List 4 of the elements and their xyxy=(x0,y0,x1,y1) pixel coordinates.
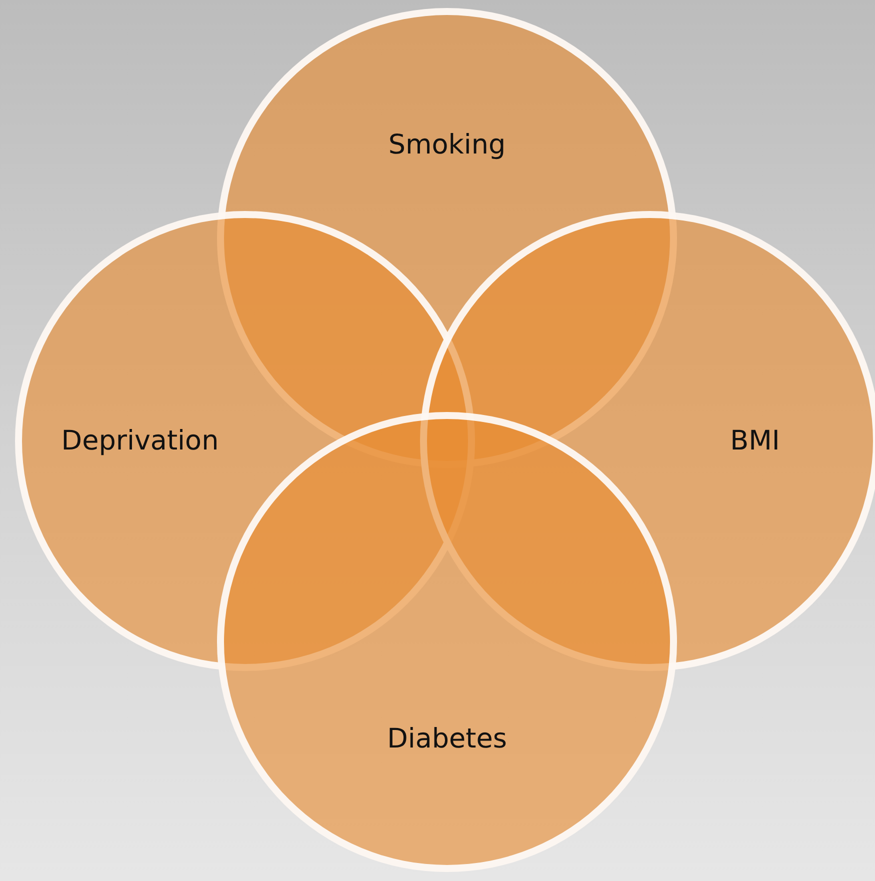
circle-label: Diabetes xyxy=(387,724,507,754)
circle-label: Deprivation xyxy=(61,426,219,456)
circle-label: BMI xyxy=(730,426,780,456)
circle-label: Smoking xyxy=(388,130,506,160)
